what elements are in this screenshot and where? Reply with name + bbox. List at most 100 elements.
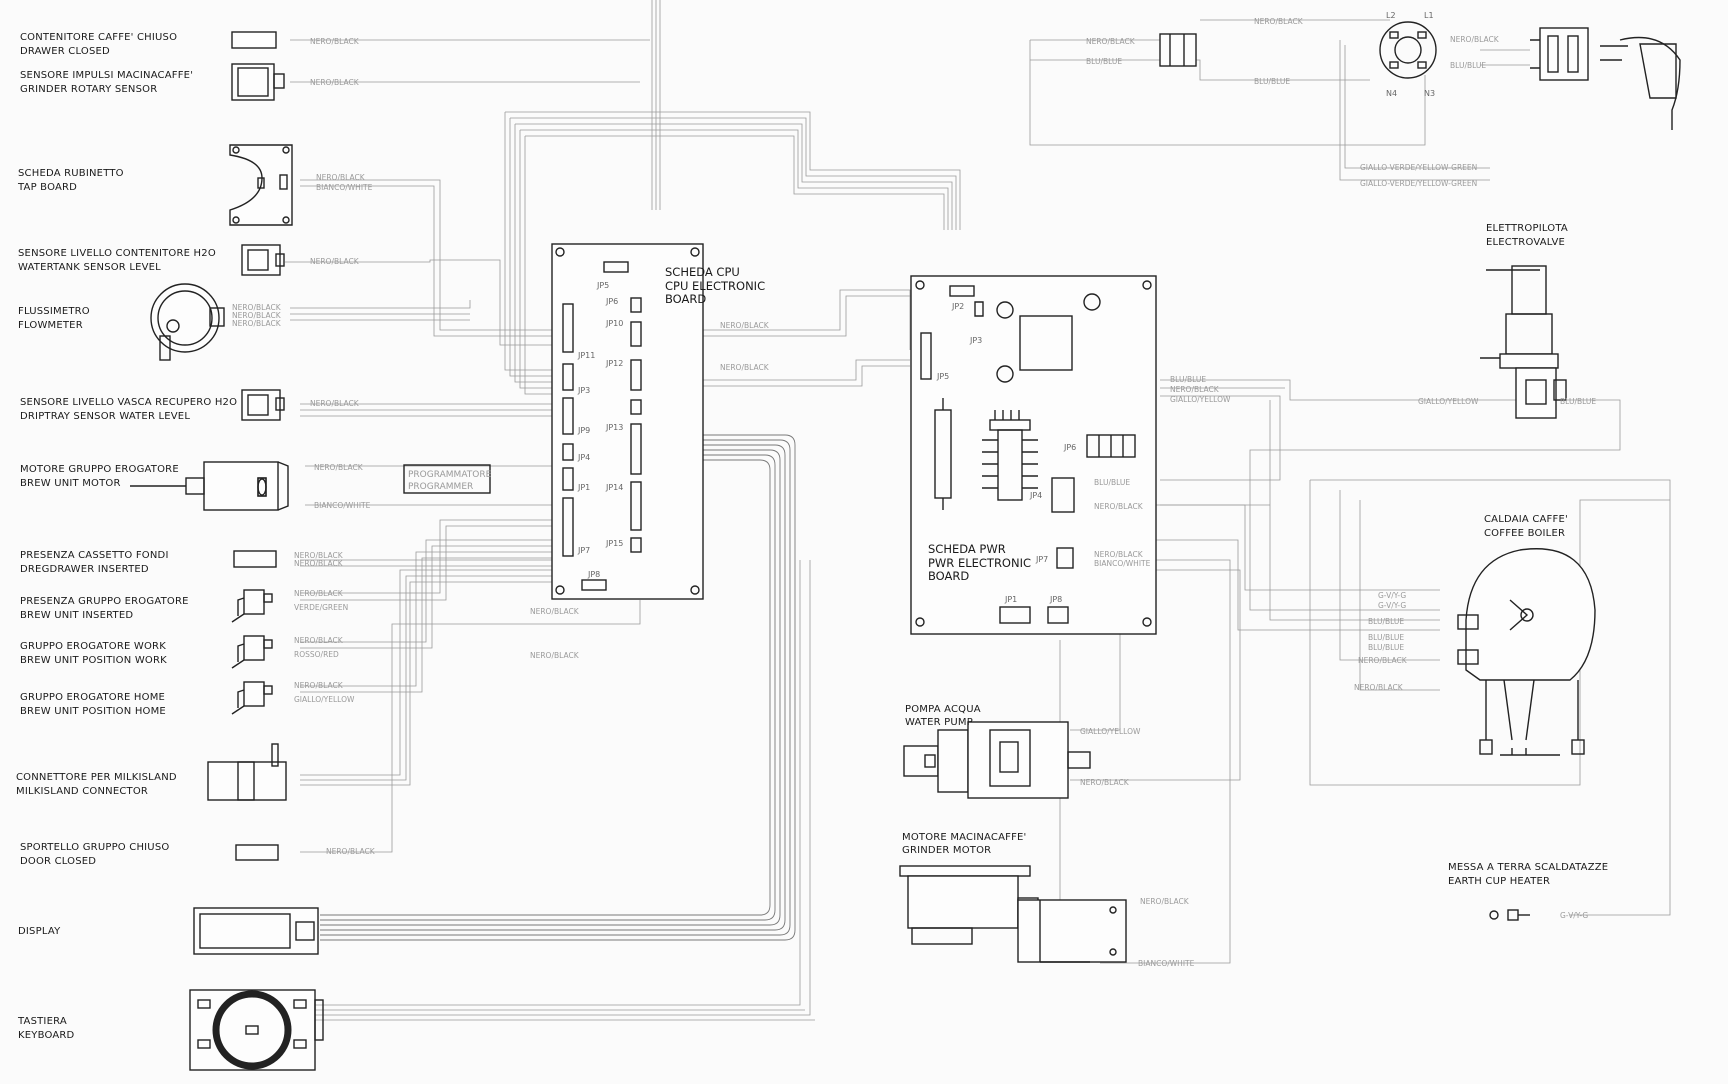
cpu-board-label: SCHEDA CPU	[665, 265, 740, 279]
earth-label: MESSA A TERRA SCALDATAZZE	[1448, 862, 1608, 873]
wire-label: BLU/BLUE	[1450, 61, 1486, 70]
component-label-it: SCHEDA RUBINETTO	[18, 168, 124, 179]
grinder-motor-icon	[899, 865, 1127, 963]
jp-label: JP15	[605, 539, 623, 548]
component-label-it: FLUSSIMETRO	[18, 306, 90, 317]
component-label-it: GRUPPO EROGATORE HOME	[20, 692, 165, 703]
component-label-en: DRAWER CLOSED	[20, 46, 110, 57]
electrovalve-icon	[1480, 265, 1567, 419]
wire-label: NERO/BLACK	[310, 37, 360, 46]
pwr-board-label: BOARD	[928, 569, 969, 583]
wire-label: NERO/BLACK	[294, 589, 344, 598]
component-label-en: GRINDER ROTARY SENSOR	[20, 84, 157, 95]
wire-bundles	[285, 0, 1671, 1021]
wire-label: NERO/BLACK	[530, 651, 580, 660]
left-component-icons	[130, 31, 324, 1071]
jp-label: JP6	[605, 297, 618, 306]
jp-label: JP3	[577, 386, 590, 395]
component-label-en: DOOR CLOSED	[20, 856, 96, 867]
component-label-it: PRESENZA GRUPPO EROGATORE	[20, 596, 189, 607]
component-label-it: PRESENZA CASSETTO FONDI	[20, 550, 169, 561]
component-label-it: CONTENITORE CAFFE' CHIUSO	[20, 32, 177, 43]
wire-label: NERO/BLACK	[294, 636, 344, 645]
brew-motor-icon	[130, 461, 289, 511]
valve-label: ELETTROPILOTA	[1486, 223, 1568, 234]
wire-label: G-V/Y-G	[1560, 911, 1588, 920]
plug-pin-label: L2	[1386, 11, 1396, 20]
plug-pin-label: N3	[1424, 89, 1435, 98]
wire-label: NERO/BLACK	[1358, 656, 1408, 665]
brew-home-switch-icon	[231, 681, 273, 715]
wire-label: BIANCO/WHITE	[1138, 959, 1195, 968]
right-component-labels: ELETTROPILOTA ELECTROVALVE CALDAIA CAFFE…	[902, 223, 1608, 887]
wire-label: BLU/BLUE	[1368, 643, 1404, 652]
pwr-board-label: SCHEDA PWR	[928, 542, 1006, 556]
grinder-motor-label: MOTORE MACINACAFFE'	[902, 832, 1027, 843]
pump-label: WATER PUMP	[905, 717, 973, 728]
component-label-en: BREW UNIT POSITION HOME	[20, 706, 166, 717]
component-label-it: CONNETTORE PER MILKISLAND	[16, 772, 177, 783]
wire-label: NERO/BLACK	[1450, 35, 1500, 44]
wire-label: NERO/BLACK	[232, 303, 282, 312]
jp-label: JP5	[596, 281, 609, 290]
earth-label: EARTH CUP HEATER	[1448, 876, 1550, 887]
wire-label: NERO/BLACK	[310, 399, 360, 408]
programmer-label: PROGRAMMER	[408, 482, 473, 492]
board-labels: SCHEDA CPU CPU ELECTRONIC BOARD SCHEDA P…	[408, 265, 1031, 583]
wire-label: NERO/BLACK	[1080, 778, 1130, 787]
wire-label: NERO/BLACK	[310, 78, 360, 87]
component-label-it: SENSORE LIVELLO VASCA RECUPERO H2O	[20, 397, 237, 408]
jp-label: JP14	[605, 483, 623, 492]
wire-label: BIANCO/WHITE	[1094, 559, 1151, 568]
jp-label: JP3	[969, 336, 982, 345]
wire-label: NERO/BLACK	[314, 463, 364, 472]
watertank-sensor-icon	[241, 244, 285, 276]
wire-label: NERO/BLACK	[1094, 550, 1144, 559]
wire-label: BLU/BLUE	[1368, 617, 1404, 626]
component-label-it: GRUPPO EROGATORE WORK	[20, 641, 166, 652]
left-component-labels: CONTENITORE CAFFE' CHIUSO DRAWER CLOSED …	[16, 32, 237, 1041]
wire-label: GIALLO-VERDE/YELLOW-GREEN	[1360, 179, 1477, 188]
boiler-label: CALDAIA CAFFE'	[1484, 514, 1568, 525]
door-switch-icon	[235, 844, 279, 861]
pump-label: POMPA ACQUA	[905, 704, 981, 715]
pwr-board-label: PWR ELECTRONIC	[928, 556, 1031, 570]
wire-label: BLU/BLUE	[1094, 478, 1130, 487]
jp-label: JP8	[587, 570, 600, 579]
wire-label: NERO/BLACK	[1354, 683, 1404, 692]
plug-pin-label: N4	[1386, 89, 1397, 98]
wire-label: NERO/BLACK	[232, 319, 282, 328]
wire-color-labels: NERO/BLACK NERO/BLACK NERO/BLACK BIANCO/…	[232, 17, 1596, 968]
component-label-en: BREW UNIT MOTOR	[20, 478, 121, 489]
wire-label: G-V/Y-G	[1378, 601, 1406, 610]
cpu-connector-labels: JP5 JP11 JP3 JP9 JP4 JP1 JP7 JP8 JP6 JP1…	[577, 281, 623, 579]
wire-label: NERO/BLACK	[294, 551, 344, 560]
wire-label: BLU/BLUE	[1170, 375, 1206, 384]
milkisland-connector-icon	[207, 743, 287, 801]
component-label-it: MOTORE GRUPPO EROGATORE	[20, 464, 179, 475]
grinder-motor-label: GRINDER MOTOR	[902, 845, 991, 856]
jp-label: JP2	[951, 302, 964, 311]
wire-label: NERO/BLACK	[530, 607, 580, 616]
programmer-label: PROGRAMMATORE	[408, 470, 492, 480]
water-pump-icon	[903, 721, 1091, 799]
grinder-sensor-icon	[231, 63, 285, 101]
wire-label: GIALLO/YELLOW	[1080, 727, 1141, 736]
wire-label: BIANCO/WHITE	[316, 183, 373, 192]
wire-label: GIALLO-VERDE/YELLOW-GREEN	[1360, 163, 1477, 172]
jp-label: JP9	[577, 426, 590, 435]
coffee-boiler-icon	[1457, 548, 1596, 756]
cpu-board	[551, 243, 704, 600]
wire-label: NERO/BLACK	[232, 311, 282, 320]
wire-label: NERO/BLACK	[316, 173, 366, 182]
jp-label: JP11	[577, 351, 595, 360]
jp-label: JP12	[605, 359, 623, 368]
wire-label: NERO/BLACK	[1094, 502, 1144, 511]
flowmeter-icon	[150, 283, 225, 361]
wire-label: G-V/Y-G	[1378, 591, 1406, 600]
keyboard-icon	[189, 989, 324, 1071]
component-label-it: SPORTELLO GRUPPO CHIUSO	[20, 842, 169, 853]
pwr-connector-labels: JP2 JP3 JP5 JP6 JP4 JP7 JP1 JP8	[936, 302, 1076, 604]
mains-connector-icon	[1159, 21, 1437, 79]
